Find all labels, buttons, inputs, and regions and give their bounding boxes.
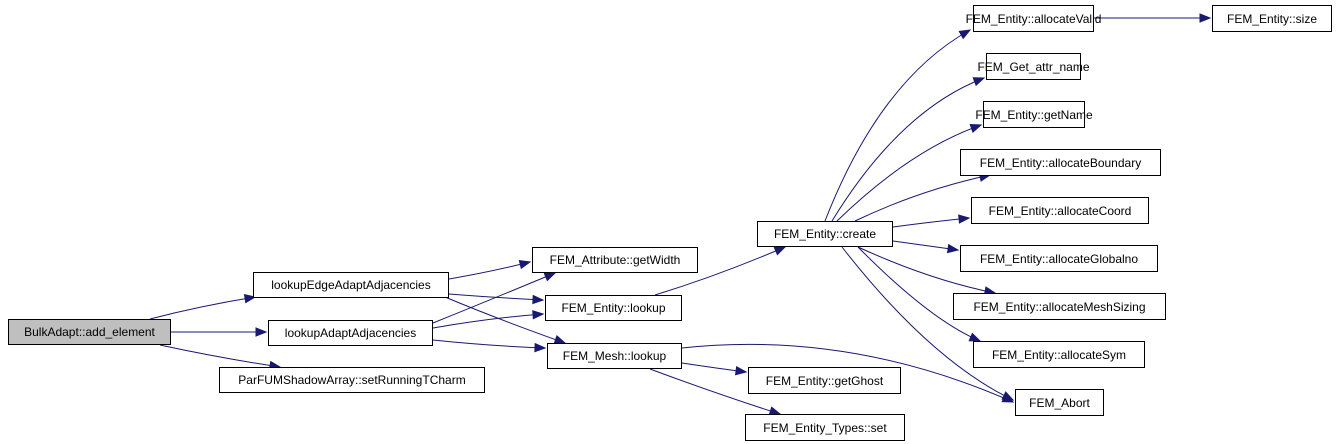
edge-add_element-to-setRunning (159, 344, 281, 368)
arrowhead-create-to-allocCoord (958, 214, 971, 224)
arrowhead-create-to-getName (969, 124, 983, 133)
arrowhead-meshLookup-to-getGhost (734, 365, 748, 376)
arrowhead-lookupEdge-to-entLookup (532, 294, 545, 305)
node-lookup-adapt-adjacencies[interactable]: lookupAdaptAdjacencies (268, 320, 433, 346)
node-fem-entity-lookup[interactable]: FEM_Entity::lookup (545, 295, 682, 321)
edge-create-to-allocMeshSizing (857, 246, 996, 294)
edge-entLookup-to-create (654, 246, 786, 296)
arrowhead-allocValid-to-size (1199, 13, 1212, 23)
node-bulkadapt-add-element: BulkAdapt::add_element (8, 319, 171, 345)
arrowhead-create-to-allocGlobalno (946, 243, 960, 254)
node-fem-attribute-get-width[interactable]: FEM_Attribute::getWidth (532, 247, 698, 273)
node-fem-entity-allocate-mesh-sizing[interactable]: FEM_Entity::allocateMeshSizing (953, 293, 1166, 320)
edge-lookupEdge-to-getWidth (448, 261, 531, 280)
node-fem-entity-get-ghost[interactable]: FEM_Entity::getGhost (748, 367, 901, 394)
node-fem-entity-types-set[interactable]: FEM_Entity_Types::set (745, 414, 905, 441)
edge-meshLookup-to-typesSet (649, 368, 781, 415)
edge-create-to-allocSym (857, 246, 981, 342)
node-parfum-shadow-array-set-running-tcharm[interactable]: ParFUMShadowArray::setRunningTCharm (219, 367, 485, 393)
edge-create-to-allocCoord (892, 217, 970, 228)
edge-create-to-getAttrName (831, 77, 985, 222)
edge-lookupAdapt-to-getWidth (432, 272, 556, 324)
node-fem-abort[interactable]: FEM_Abort (1015, 389, 1104, 416)
arrowhead-add_element-to-lookupEdge (243, 294, 257, 304)
node-fem-entity-get-name[interactable]: FEM_Entity::getName (975, 101, 1093, 128)
node-fem-entity-allocate-globalno[interactable]: FEM_Entity::allocateGlobalno (960, 245, 1158, 272)
node-fem-entity-allocate-boundary[interactable]: FEM_Entity::allocateBoundary (960, 149, 1161, 176)
node-fem-entity-size[interactable]: FEM_Entity::size (1212, 5, 1332, 32)
arrowhead-lookupEdge-to-getWidth (518, 259, 532, 270)
arrowhead-create-to-allocSym (968, 332, 982, 342)
arrowhead-lookupAdapt-to-entLookup (532, 310, 545, 320)
arrowhead-entLookup-to-create (773, 246, 787, 256)
edge-create-to-getName (836, 124, 982, 222)
arrowhead-create-to-allocValid (958, 29, 972, 40)
node-fem-get-attr-name[interactable]: FEM_Get_attr_name (977, 53, 1090, 80)
edge-create-to-allocValid (824, 29, 971, 222)
edge-meshLookup-to-abort (681, 343, 1014, 403)
arrowhead-create-to-abort (1001, 391, 1015, 401)
node-fem-entity-allocate-valid[interactable]: FEM_Entity::allocateValid (966, 5, 1101, 32)
edge-lookupEdge-to-meshLookup (444, 296, 566, 344)
arrowhead-add_element-to-lookupAdapt (255, 327, 268, 337)
edge-create-to-allocBoundary (854, 174, 991, 222)
edge-lookupAdapt-to-entLookup (432, 313, 544, 329)
edge-lookupAdapt-to-meshLookup (432, 339, 546, 349)
edge-add_element-to-lookupEdge (149, 296, 256, 320)
arrowhead-create-to-getAttrName (972, 77, 986, 87)
node-lookup-edge-adapt-adjacencies[interactable]: lookupEdgeAdaptAdjacencies (253, 272, 449, 298)
node-fem-entity-create[interactable]: FEM_Entity::create (757, 221, 893, 247)
arrowhead-lookupAdapt-to-getWidth (543, 272, 557, 282)
node-fem-entity-allocate-coord[interactable]: FEM_Entity::allocateCoord (971, 197, 1149, 224)
node-fem-entity-allocate-sym[interactable]: FEM_Entity::allocateSym (973, 341, 1145, 368)
edge-create-to-abort (841, 246, 1014, 401)
arrowhead-lookupAdapt-to-meshLookup (534, 342, 547, 353)
node-fem-mesh-lookup[interactable]: FEM_Mesh::lookup (547, 343, 682, 369)
